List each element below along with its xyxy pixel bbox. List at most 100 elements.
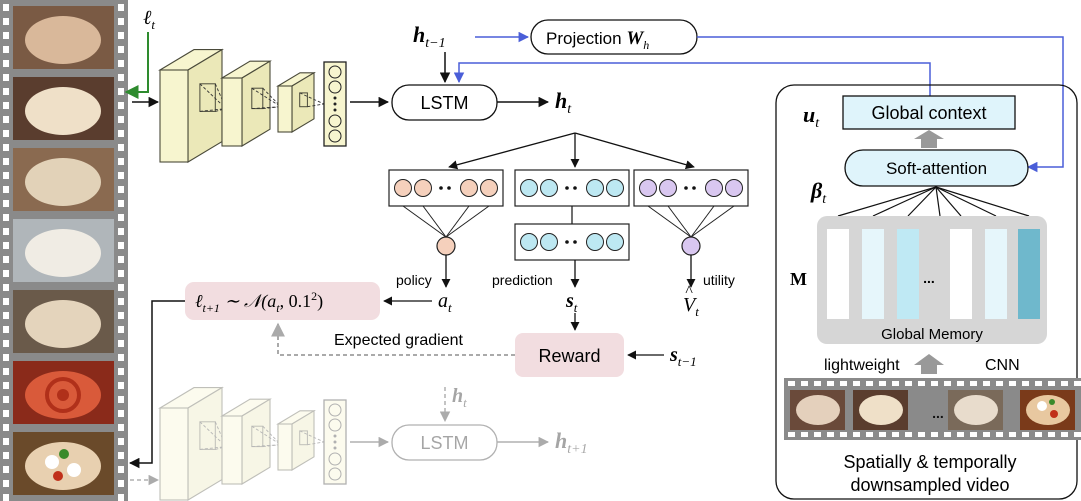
sprocket-hole xyxy=(118,326,124,333)
sprocket-hole xyxy=(118,410,124,417)
sprocket-hole xyxy=(118,480,124,487)
sprocket-hole xyxy=(3,214,9,221)
policy-head xyxy=(388,169,504,238)
sprocket-hole xyxy=(3,88,9,95)
prediction-layer-2-neuron xyxy=(520,233,538,251)
cnn-layer-2 xyxy=(220,60,282,147)
l-t-label: ℓt xyxy=(143,7,155,32)
memory-slot xyxy=(950,229,972,319)
mini-frame xyxy=(1020,390,1075,430)
sprocket-hole xyxy=(3,354,9,361)
policy-output-node xyxy=(436,236,456,256)
sprocket-hole xyxy=(3,32,9,39)
h-t-label: ht xyxy=(555,88,572,117)
mini-film-frames xyxy=(790,390,1075,430)
prediction-layer-neuron xyxy=(586,179,604,197)
policy-layer-neuron xyxy=(480,179,498,197)
sprocket-hole xyxy=(3,228,9,235)
utility-head xyxy=(633,169,749,238)
sprocket-hole xyxy=(3,46,9,53)
sprocket-hole xyxy=(118,144,124,151)
global-context-box: Global context xyxy=(842,95,1016,130)
v-hat: ^ xyxy=(685,283,693,300)
sprocket-hole xyxy=(3,340,9,347)
a-t-label: at xyxy=(438,290,452,315)
lstm-top: LSTM xyxy=(391,84,498,121)
cnn-to-memory-arrow xyxy=(914,354,944,374)
sprocket-hole xyxy=(3,270,9,277)
mini-frame xyxy=(948,390,1003,430)
sprocket-hole xyxy=(118,284,124,291)
sprocket-hole xyxy=(118,312,124,319)
sprocket-hole xyxy=(3,4,9,11)
sprocket-hole xyxy=(3,452,9,459)
mini-frame xyxy=(790,390,845,430)
prediction-label: prediction xyxy=(492,272,553,288)
h-next-label: ht+1 xyxy=(555,428,588,457)
policy-layer-neuron xyxy=(414,179,432,197)
global-context-label: Global context xyxy=(871,103,986,123)
sprocket-hole xyxy=(118,368,124,375)
global-memory-box: ... Global Memory xyxy=(817,216,1047,344)
sprocket-hole xyxy=(118,382,124,389)
memory-slot xyxy=(862,229,884,319)
sprocket-hole xyxy=(118,466,124,473)
sprocket-hole xyxy=(118,74,124,81)
v-t-label: Vt xyxy=(683,294,699,319)
sprocket-hole xyxy=(3,186,9,193)
prediction-layer-2-neuron xyxy=(586,233,604,251)
beta-t-label: βt xyxy=(810,178,827,207)
cnn-top xyxy=(158,48,325,163)
sprocket-hole xyxy=(3,102,9,109)
cnn-layer-1 xyxy=(158,48,227,163)
policy-layer-neuron xyxy=(460,179,478,197)
memory-columns xyxy=(827,229,1040,319)
sprocket-hole xyxy=(3,144,9,151)
sprocket-hole xyxy=(118,158,124,165)
soft-attention-label: Soft-attention xyxy=(886,159,987,178)
sprocket-hole xyxy=(3,256,9,263)
sprocket-hole xyxy=(3,298,9,305)
sprocket-hole xyxy=(118,438,124,445)
film-sprocket-holes xyxy=(3,4,124,501)
sprocket-hole xyxy=(118,186,124,193)
feature-vector-bottom xyxy=(323,399,347,485)
sprocket-hole xyxy=(118,354,124,361)
sprocket-hole xyxy=(118,60,124,67)
sprocket-hole xyxy=(118,494,124,501)
cnn-layer-3 xyxy=(276,71,325,133)
reward-label: Reward xyxy=(538,346,600,366)
sprocket-hole xyxy=(3,382,9,389)
sprocket-hole xyxy=(3,242,9,249)
sprocket-hole xyxy=(3,172,9,179)
expected-gradient-arrow xyxy=(271,322,515,356)
sprocket-hole xyxy=(3,410,9,417)
sprocket-hole xyxy=(118,396,124,403)
sprocket-hole xyxy=(118,228,124,235)
sprocket-hole xyxy=(118,88,124,95)
policy-label: policy xyxy=(396,272,432,288)
sprocket-hole xyxy=(118,242,124,249)
faded-next-step: LSTM ht+1 ht xyxy=(130,385,588,501)
sprocket-hole xyxy=(118,452,124,459)
film-strip xyxy=(0,0,128,501)
sprocket-hole xyxy=(118,214,124,221)
sprocket-hole xyxy=(3,396,9,403)
sprocket-hole xyxy=(118,298,124,305)
sprocket-hole xyxy=(118,172,124,179)
utility-layer-neuron xyxy=(725,179,743,197)
sprocket-hole xyxy=(118,32,124,39)
h-prev-label: ht−1 xyxy=(413,22,446,51)
film-frame-dough-scraper xyxy=(13,148,114,211)
prediction-layer-neuron xyxy=(540,179,558,197)
sprocket-hole xyxy=(118,4,124,11)
sprocket-hole xyxy=(118,256,124,263)
sprocket-hole xyxy=(118,18,124,25)
cnn-layer-2 xyxy=(220,398,282,485)
sprocket-hole xyxy=(118,340,124,347)
film-frame-dough-ball xyxy=(13,77,114,140)
formula-to-film-arrow xyxy=(128,300,185,469)
mini-film-holes xyxy=(788,381,1081,437)
projection-to-attention-arrow xyxy=(697,36,1064,173)
